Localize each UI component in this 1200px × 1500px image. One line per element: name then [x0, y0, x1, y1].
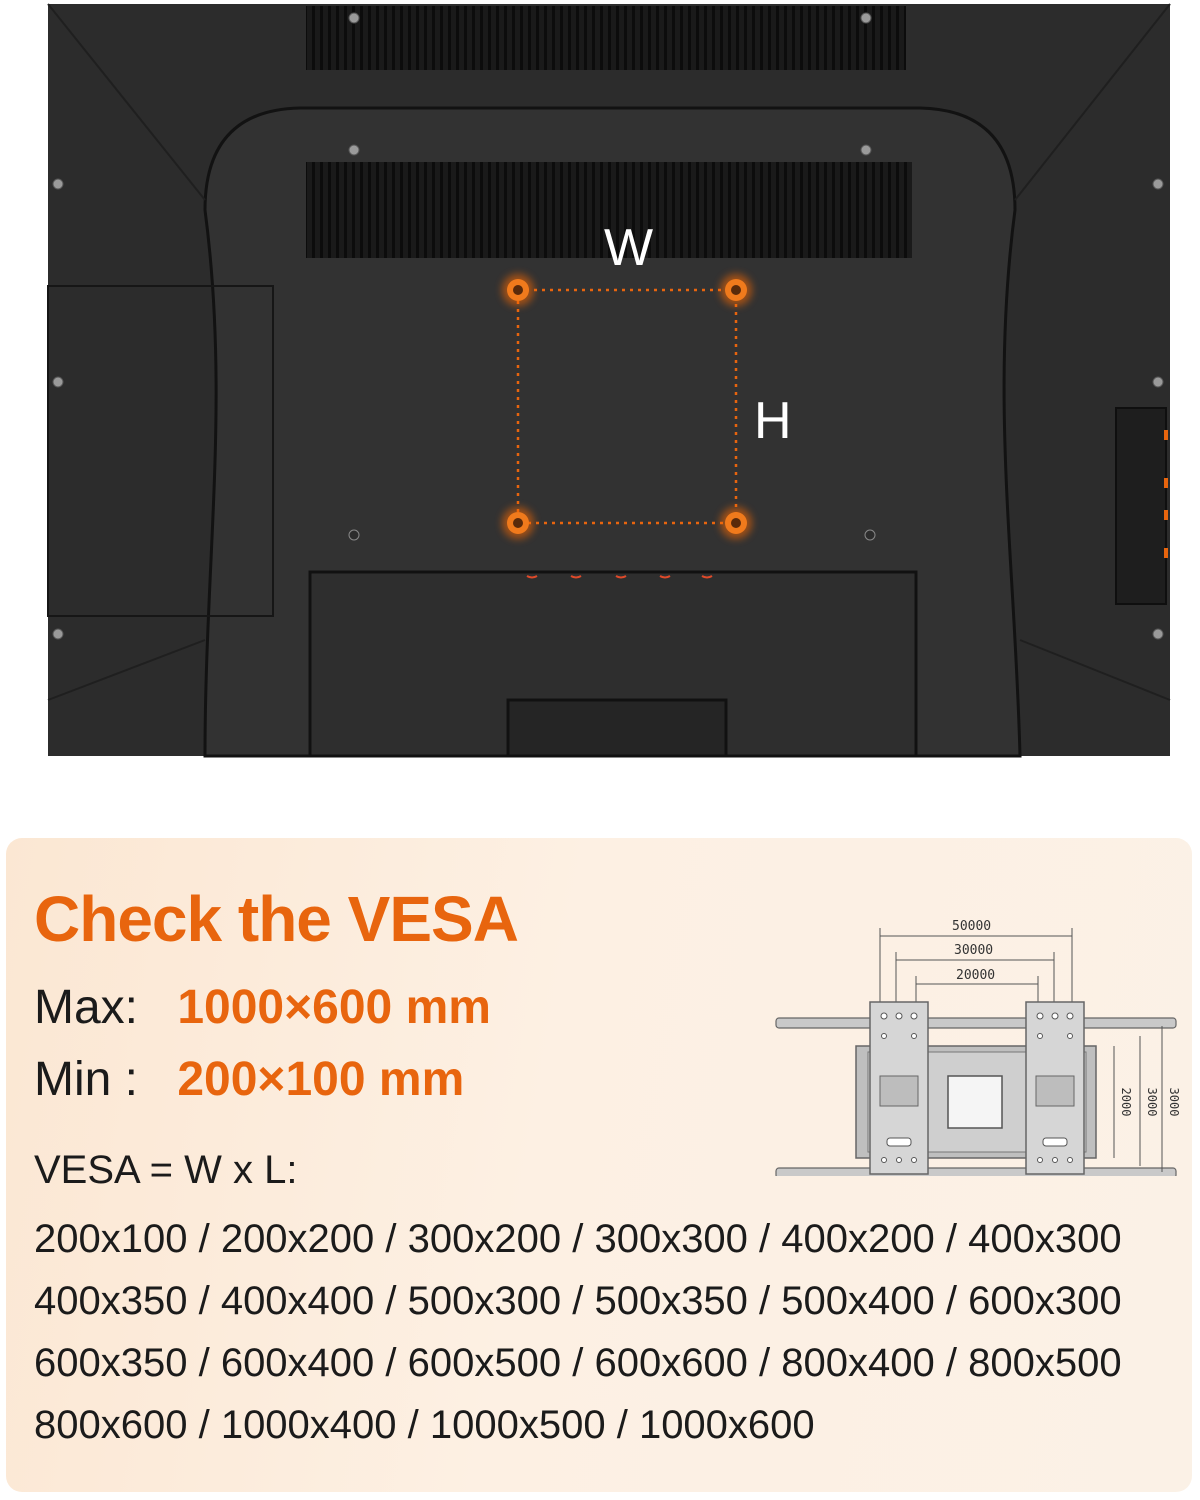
dim-top-label: 20000 [956, 968, 995, 983]
min-spec: Min : 200×100 mm [34, 1056, 464, 1104]
top-vent [306, 6, 906, 70]
side-port-panel [1115, 407, 1167, 605]
height-label: H [754, 392, 792, 450]
panel-title: Check the VESA [34, 883, 519, 955]
size-line: 800x600 / 1000x400 / 1000x500 / 1000x600 [34, 1403, 815, 1447]
port-marks [526, 575, 713, 579]
tv-back-illustration: W H [47, 3, 1171, 758]
stand-slot [506, 698, 728, 758]
width-label: W [604, 219, 654, 277]
tv-back-drawing [47, 3, 1171, 758]
mid-vent [306, 162, 912, 258]
dim-right-label: 3000 [1145, 1088, 1159, 1117]
vesa-size-list: 200x100 / 200x200 / 300x200 / 300x300 / … [34, 1208, 1184, 1456]
min-value: 200×100 mm [177, 1053, 465, 1106]
side-panel [47, 285, 274, 617]
max-spec: Max: 1000×600 mm [34, 984, 491, 1032]
bracket-drawing: 50000 30000 20000 [775, 919, 1181, 1176]
dim-top-label: 30000 [954, 943, 993, 958]
vesa-pattern-outline [516, 288, 738, 525]
min-label: Min : [34, 1053, 139, 1106]
vesa-holes [502, 274, 752, 539]
vesa-info-panel: Check the VESA Max: 1000×600 mm Min : 20… [6, 838, 1192, 1492]
size-line: 200x100 / 200x200 / 300x200 / 300x300 / … [34, 1217, 1122, 1261]
size-line: 400x350 / 400x400 / 500x300 / 500x350 / … [34, 1279, 1122, 1323]
vesa-formula: VESA = W x L: [34, 1148, 298, 1192]
size-line: 600x350 / 600x400 / 600x500 / 600x600 / … [34, 1341, 1122, 1385]
max-value: 1000×600 mm [177, 981, 491, 1034]
dim-right-label: 3000 [1167, 1088, 1181, 1117]
max-label: Max: [34, 981, 139, 1034]
dim-right-label: 2000 [1119, 1088, 1133, 1117]
dim-top-label: 50000 [952, 919, 991, 934]
screw-set [52, 12, 1164, 640]
